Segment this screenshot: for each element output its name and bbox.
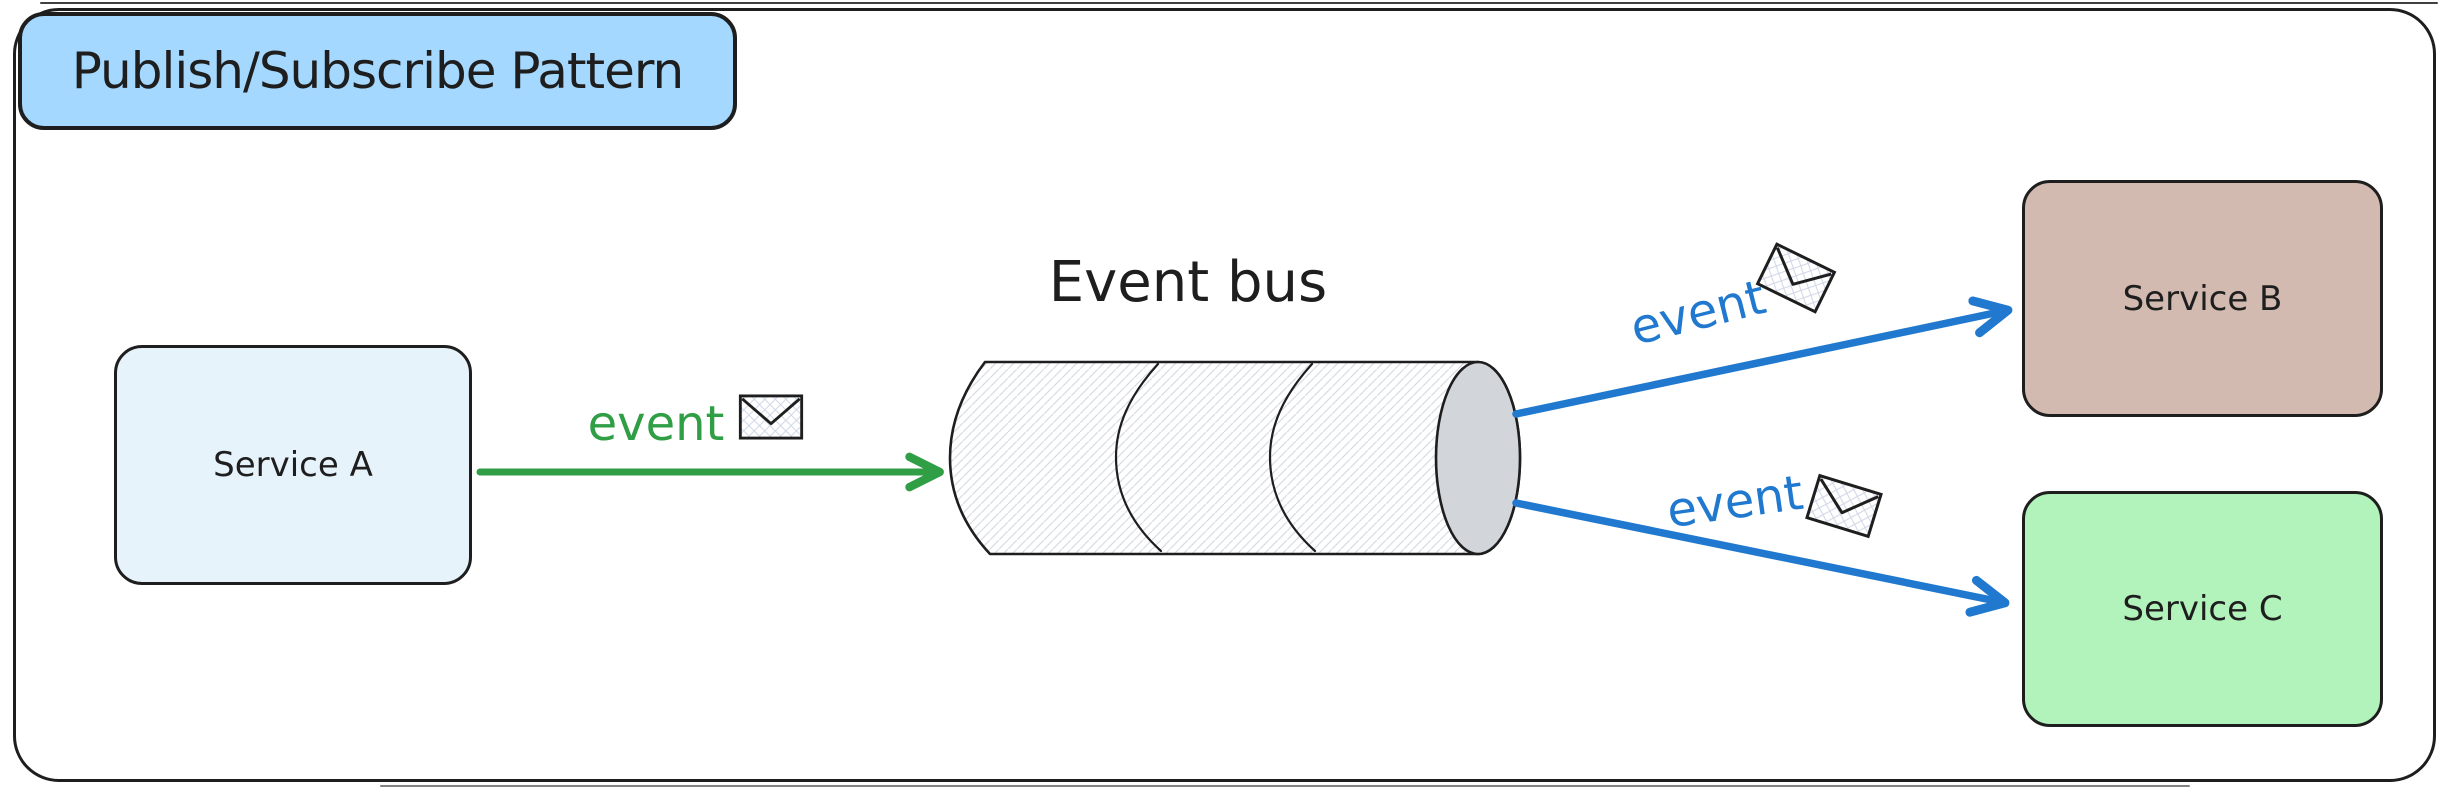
sketch-stroke-bottom (380, 785, 2190, 787)
subscribe-arrow-service-b (1512, 296, 2013, 418)
publish-edge-label: event (587, 396, 725, 452)
node-service-a-label: Service A (213, 445, 373, 485)
diagram-title: Publish/Subscribe Pattern (71, 42, 684, 100)
cylinder-segment-line-2 (1268, 362, 1317, 553)
cylinder-end-cap (1434, 360, 1522, 556)
node-service-b-label: Service B (2122, 278, 2283, 319)
diagram-title-box: Publish/Subscribe Pattern (18, 12, 737, 130)
event-bus-cylinder (948, 360, 1522, 556)
node-service-a: Service A (114, 345, 472, 585)
node-service-c: Service C (2022, 491, 2383, 727)
node-service-b: Service B (2022, 180, 2383, 417)
envelope-icon (1755, 242, 1837, 314)
sketch-stroke-top (40, 2, 2438, 4)
cylinder-segment-line-1 (1114, 362, 1163, 553)
event-bus-label: Event bus (1048, 250, 1328, 315)
cylinder-body (948, 360, 1522, 556)
node-service-c-label: Service C (2122, 589, 2283, 629)
envelope-icon (738, 394, 804, 440)
envelope-icon (1805, 473, 1883, 539)
subscribe-arrow-service-c (1512, 499, 2010, 617)
